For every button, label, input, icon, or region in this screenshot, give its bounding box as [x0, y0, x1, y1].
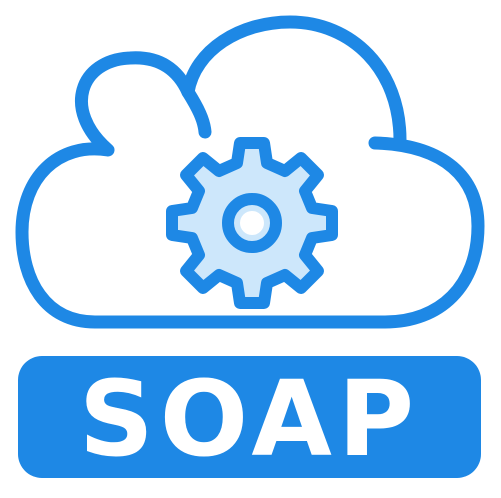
gear-hub-ring [222, 193, 282, 253]
soap-banner: SOAP [18, 356, 481, 478]
cloud-icon [15, 15, 485, 329]
cloud-crease [181, 85, 212, 139]
cloud-outline [15, 15, 485, 329]
gear-hub-center [240, 211, 264, 235]
gear-icon [166, 137, 338, 309]
banner-label: SOAP [78, 358, 421, 480]
